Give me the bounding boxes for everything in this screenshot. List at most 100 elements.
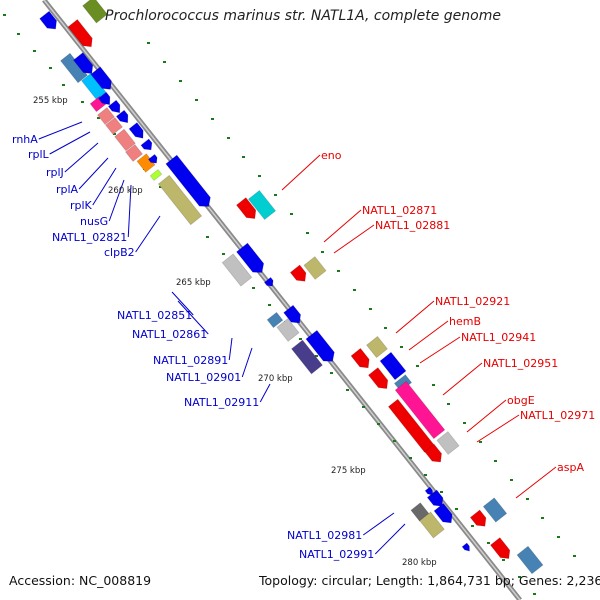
gc-dot <box>33 50 36 52</box>
gene-shape <box>489 537 511 560</box>
gene-feature[interactable] <box>424 486 435 497</box>
label-leader <box>92 167 117 206</box>
gene-feature[interactable] <box>461 542 472 553</box>
gene-label[interactable]: NATL1_02951 <box>483 357 558 370</box>
gene-feature[interactable] <box>39 10 61 33</box>
gene-feature[interactable] <box>367 367 391 393</box>
gene-label[interactable]: aspA <box>557 461 584 474</box>
gc-dot <box>494 460 497 462</box>
gene-feature[interactable] <box>482 497 508 523</box>
gene-label[interactable]: NATL1_02991 <box>299 548 374 561</box>
gene-label[interactable]: rplK <box>70 199 93 212</box>
gene-feature[interactable] <box>97 91 113 108</box>
gene-feature[interactable] <box>365 335 389 359</box>
gene-feature[interactable] <box>303 256 327 280</box>
gene-shape <box>125 144 143 162</box>
gene-label[interactable]: hemB <box>449 315 481 328</box>
gene-feature[interactable] <box>105 117 123 135</box>
label-leader <box>374 523 406 555</box>
label-leader <box>362 512 395 536</box>
gene-label[interactable]: NATL1_02861 <box>132 328 207 341</box>
gene-feature[interactable] <box>115 109 131 126</box>
gene-label[interactable]: NATL1_02871 <box>362 204 437 217</box>
gene-feature[interactable] <box>266 311 284 329</box>
gc-dot <box>159 186 162 188</box>
gene-label[interactable]: NATL1_02981 <box>287 529 362 542</box>
gene-label[interactable]: obgE <box>507 394 535 407</box>
gc-dot <box>502 559 505 561</box>
gene-feature[interactable] <box>410 502 430 522</box>
gene-feature[interactable] <box>140 138 155 153</box>
gene-label[interactable]: NATL1_02901 <box>166 371 241 384</box>
gene-label[interactable]: NATL1_02941 <box>461 331 536 344</box>
gene-feature[interactable] <box>419 511 445 539</box>
gene-feature[interactable] <box>433 502 456 526</box>
gene-feature[interactable] <box>247 189 277 221</box>
gene-feature[interactable] <box>149 168 163 182</box>
gene-feature[interactable] <box>82 0 108 24</box>
gene-feature[interactable] <box>489 537 513 563</box>
gene-feature[interactable] <box>90 66 115 93</box>
gc-dot <box>242 156 245 158</box>
gene-shape <box>379 351 407 381</box>
gene-feature[interactable] <box>235 197 259 223</box>
gene-label[interactable]: rplJ <box>46 166 64 179</box>
gene-shape <box>90 66 112 90</box>
gene-feature[interactable] <box>221 253 253 287</box>
gc-dot <box>274 194 277 196</box>
gc-dot <box>400 346 403 348</box>
gene-shape <box>67 18 93 48</box>
gene-feature[interactable] <box>263 276 275 288</box>
label-leader <box>259 383 271 403</box>
gc-dot <box>518 576 521 578</box>
label-leader <box>228 337 233 361</box>
gene-label[interactable]: NATL1_02911 <box>184 396 259 409</box>
gene-label[interactable]: rplA <box>56 183 79 196</box>
gene-feature[interactable] <box>350 347 373 371</box>
gene-feature[interactable] <box>394 380 446 440</box>
gc-dot <box>337 270 340 272</box>
gene-feature[interactable] <box>436 431 460 455</box>
gene-feature[interactable] <box>67 18 96 51</box>
label-leader <box>419 336 461 364</box>
gene-shape <box>424 443 442 463</box>
gene-label[interactable]: NATL1_02851 <box>117 309 192 322</box>
gene-shape <box>149 168 163 182</box>
gene-feature[interactable] <box>379 351 407 381</box>
gene-label[interactable]: rnhA <box>12 133 38 146</box>
label-leader <box>395 300 435 334</box>
gene-label[interactable]: eno <box>321 149 342 162</box>
gene-feature[interactable] <box>147 153 159 165</box>
gene-label[interactable]: clpB2 <box>104 246 135 259</box>
gene-feature[interactable] <box>72 52 96 78</box>
gene-feature[interactable] <box>283 304 305 327</box>
gene-label[interactable]: rplL <box>28 148 50 161</box>
gene-feature[interactable] <box>276 318 300 342</box>
gene-label[interactable]: NATL1_02971 <box>520 409 595 422</box>
gene-label[interactable]: NATL1_02881 <box>375 219 450 232</box>
gene-shape <box>235 197 257 220</box>
gene-shape <box>107 99 121 114</box>
gene-label[interactable]: NATL1_02921 <box>435 295 510 308</box>
gene-feature[interactable] <box>236 242 268 277</box>
gene-feature[interactable] <box>291 339 323 375</box>
gene-feature[interactable] <box>469 509 489 530</box>
gene-feature[interactable] <box>516 545 544 575</box>
gene-feature[interactable] <box>125 144 143 162</box>
gene-label[interactable]: nusG <box>80 215 108 228</box>
gene-feature[interactable] <box>114 128 136 152</box>
gene-feature[interactable] <box>426 489 446 510</box>
gene-feature[interactable] <box>165 154 214 211</box>
gene-feature[interactable] <box>97 107 115 125</box>
gene-feature[interactable] <box>107 99 123 116</box>
gene-shape <box>516 545 544 575</box>
gene-label[interactable]: NATL1_02891 <box>153 354 228 367</box>
gene-feature[interactable] <box>289 264 309 285</box>
gene-shape <box>39 10 57 30</box>
gene-feature[interactable] <box>157 174 203 226</box>
gene-feature[interactable] <box>424 443 446 466</box>
gene-feature[interactable] <box>128 122 147 142</box>
gene-label[interactable]: NATL1_02821 <box>52 231 127 244</box>
gene-shape <box>266 311 284 329</box>
gene-feature[interactable] <box>305 329 338 365</box>
